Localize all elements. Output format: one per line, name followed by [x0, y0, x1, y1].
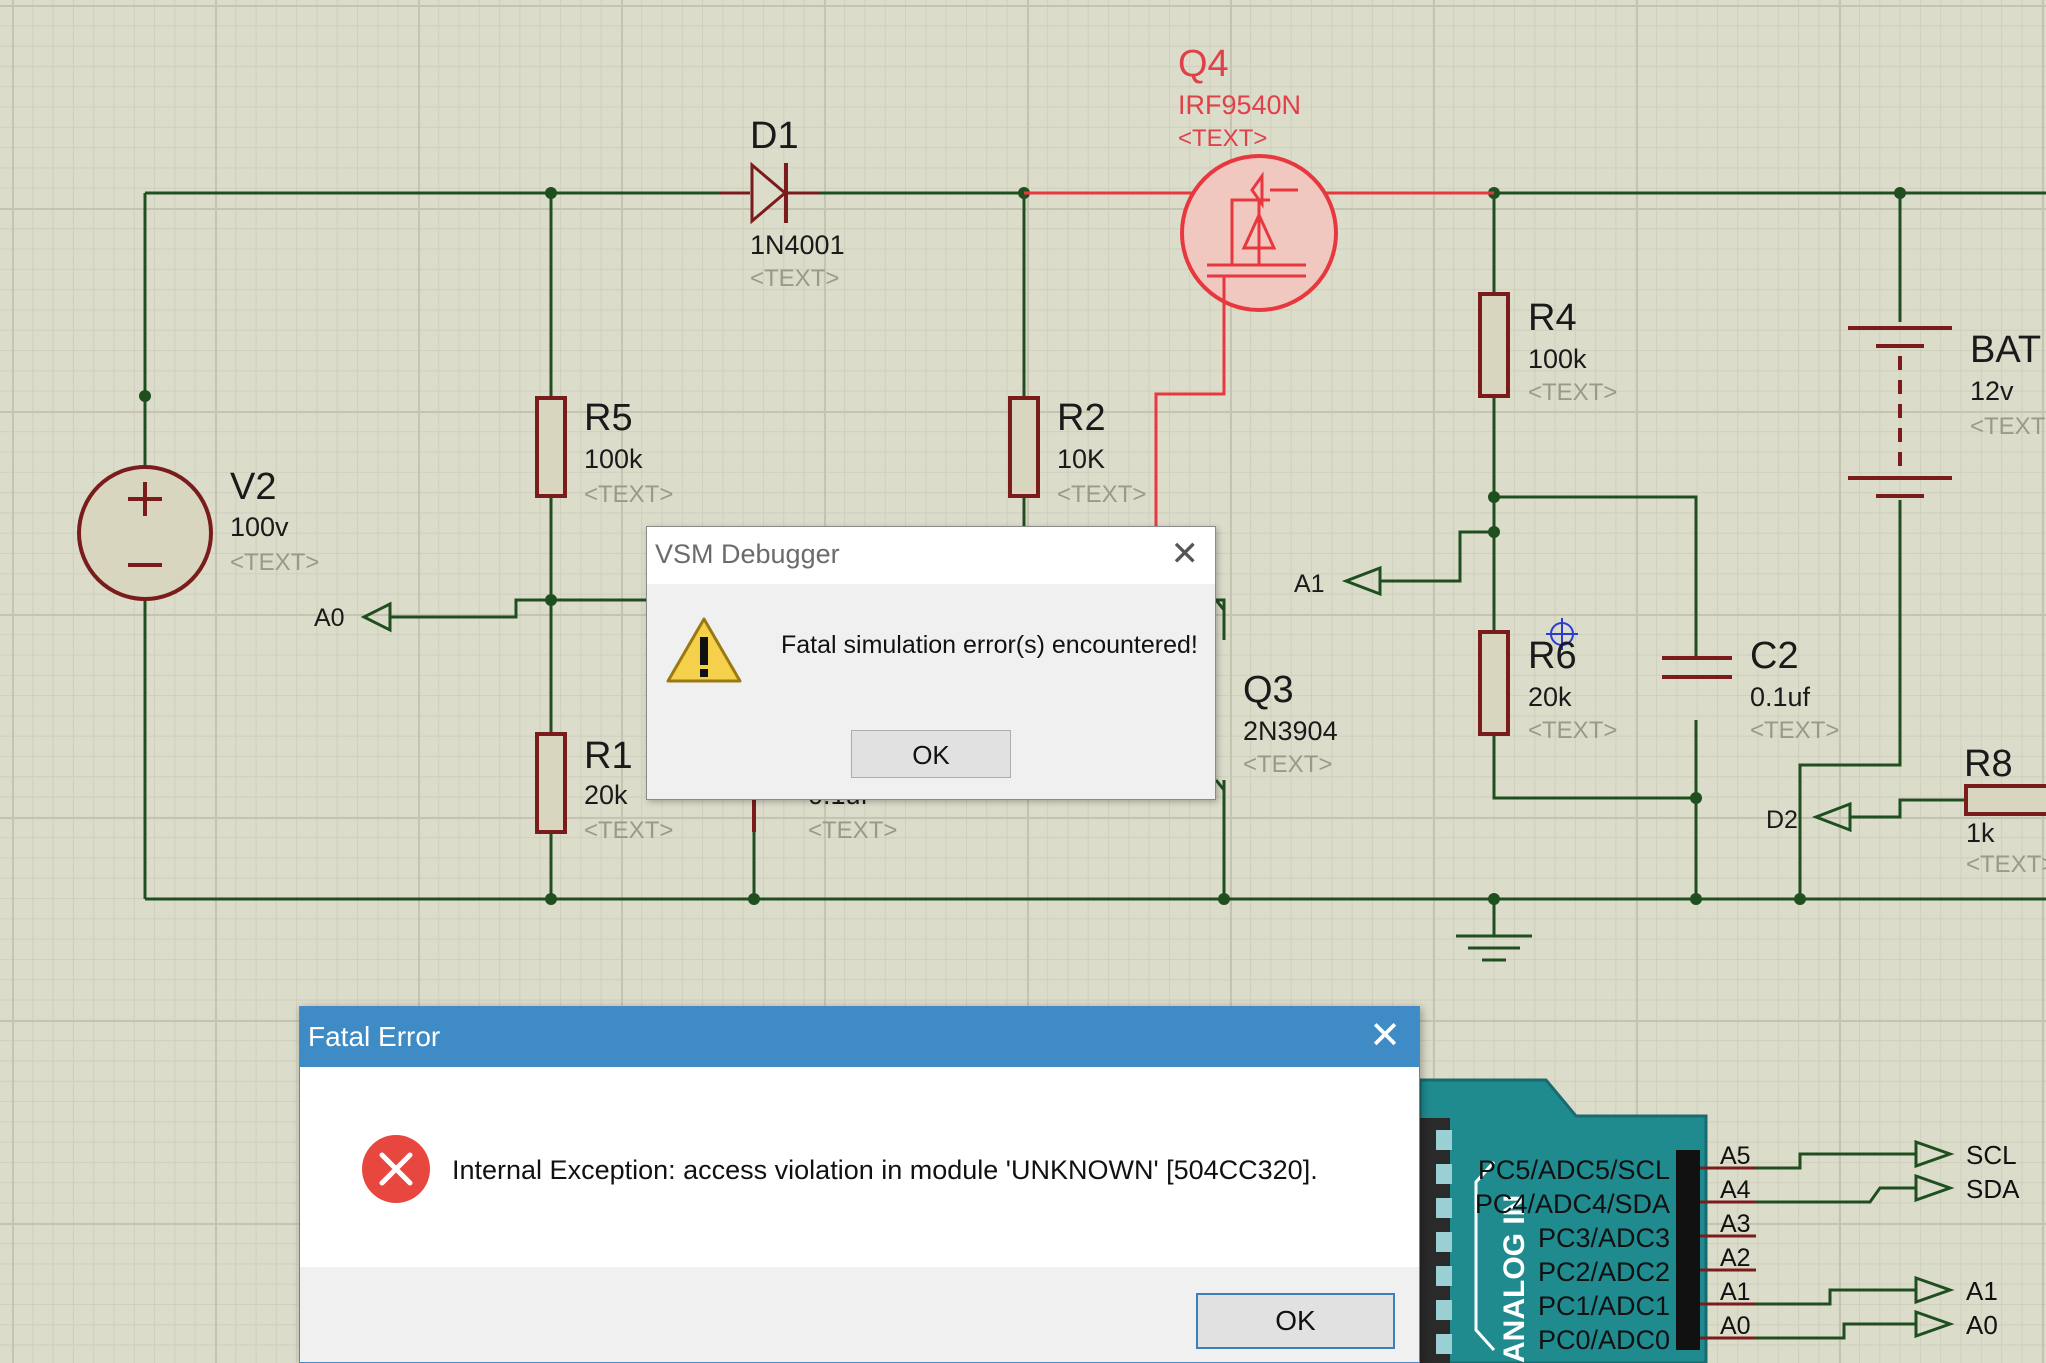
q4-text: <TEXT>	[1178, 125, 1267, 152]
terminal-a1[interactable]	[1341, 565, 1382, 597]
vsm-ok-button[interactable]: OK	[851, 730, 1011, 778]
junction-dots	[139, 187, 1906, 905]
c2-text: <TEXT>	[1750, 717, 1839, 744]
d1-text: <TEXT>	[750, 265, 839, 292]
r5-text: <TEXT>	[584, 481, 673, 508]
vsm-dialog-title: VSM Debugger	[655, 539, 840, 569]
c-hidden-text: <TEXT>	[808, 817, 897, 844]
c2-ref: C2	[1750, 635, 1799, 677]
r6-ref: R6	[1528, 635, 1577, 677]
r6-text: <TEXT>	[1528, 717, 1617, 744]
terminal-a0[interactable]	[360, 601, 392, 633]
q4-value: IRF9540N	[1178, 90, 1301, 120]
bat-ref: BAT	[1970, 329, 2041, 371]
q3-text: <TEXT>	[1243, 751, 1332, 778]
bat-text: <TEXT>	[1970, 413, 2046, 440]
arduino-pin-name-0: PC5/ADC5/SCL	[1478, 1155, 1670, 1185]
crosshair-cursor-icon	[1546, 618, 1578, 650]
arduino-pin-name-5: PC0/ADC0	[1538, 1325, 1670, 1355]
arduino-pin-name-3: PC2/ADC2	[1538, 1257, 1670, 1287]
wire-network	[143, 191, 2046, 962]
r5-ref: R5	[584, 397, 633, 439]
r8-ref: R8	[1964, 743, 2013, 785]
resistor-r5[interactable]	[535, 396, 567, 498]
r8-value: 1k	[1966, 818, 1995, 848]
fatal-dialog-message: Internal Exception: access violation in …	[452, 1155, 1318, 1185]
q3-value: 2N3904	[1243, 716, 1338, 746]
r5-value: 100k	[584, 444, 643, 474]
r4-value: 100k	[1528, 344, 1587, 374]
battery-bat[interactable]	[1848, 326, 1952, 498]
r8-text: <TEXT>	[1966, 851, 2046, 878]
bat-value: 12v	[1970, 376, 2014, 406]
v2-value: 100v	[230, 512, 289, 542]
r2-value: 10K	[1057, 444, 1105, 474]
vsm-dialog-titlebar[interactable]: VSM Debugger ✕	[647, 527, 1215, 584]
net-terminals	[360, 565, 1852, 833]
r2-ref: R2	[1057, 397, 1106, 439]
terminal-d2[interactable]	[1811, 801, 1852, 833]
diode-d1[interactable]	[720, 161, 820, 225]
resistor-r2[interactable]	[1008, 396, 1040, 498]
arduino-pin-4: A1	[1720, 1278, 1751, 1306]
net-label-a1: A1	[1294, 570, 1325, 598]
arduino-pin-name-2: PC3/ADC3	[1538, 1223, 1670, 1253]
vsm-dialog-message: Fatal simulation error(s) encountered!	[781, 631, 1198, 659]
capacitor-c2[interactable]	[1662, 656, 1732, 679]
arduino-pin-1: A4	[1720, 1176, 1751, 1204]
close-icon[interactable]: ✕	[1369, 1015, 1401, 1057]
arduino-pin-wires	[1700, 1166, 1756, 1340]
d1-ref: D1	[750, 115, 799, 157]
arduino-pin-3: A2	[1720, 1244, 1751, 1272]
arduino-pin-5: A0	[1720, 1312, 1751, 1340]
r1-ref: R1	[584, 735, 633, 777]
r4-ref: R4	[1528, 297, 1577, 339]
resistor-r6[interactable]	[1478, 630, 1510, 736]
arduino-net-scl: SCL	[1966, 1140, 2017, 1170]
arduino-net-a1: A1	[1966, 1276, 1998, 1306]
q4-ref: Q4	[1178, 43, 1229, 85]
fatal-ok-button[interactable]: OK	[1196, 1293, 1395, 1349]
fatal-error-dialog[interactable]: Fatal Error ✕ Internal Exception: access…	[299, 1006, 1420, 1363]
resistor-r8[interactable]	[1964, 784, 2046, 816]
r2-text: <TEXT>	[1057, 481, 1146, 508]
resistor-r4[interactable]	[1478, 292, 1510, 398]
r1-value: 20k	[584, 780, 628, 810]
close-icon[interactable]: ✕	[1170, 535, 1200, 573]
fatal-dialog-title: Fatal Error	[308, 1021, 441, 1052]
resistor-r1[interactable]	[535, 732, 567, 834]
v2-text: <TEXT>	[230, 549, 319, 576]
d1-value: 1N4001	[750, 230, 845, 260]
r6-value: 20k	[1528, 682, 1572, 712]
c2-value: 0.1uf	[1750, 682, 1811, 712]
arduino-net-a0: A0	[1966, 1310, 1998, 1340]
fatal-dialog-body	[300, 1067, 1419, 1267]
r1-text: <TEXT>	[584, 817, 673, 844]
r4-text: <TEXT>	[1528, 379, 1617, 406]
arduino-analog-label: ANALOG IN	[1498, 1195, 1531, 1363]
q3-ref: Q3	[1243, 669, 1294, 711]
vsm-debugger-dialog[interactable]: VSM Debugger ✕ Fatal simulation error(s)…	[646, 526, 1216, 800]
voltage-source-v2[interactable]	[77, 465, 213, 601]
arduino-pin-2: A3	[1720, 1210, 1751, 1238]
net-label-a0: A0	[314, 604, 345, 632]
arduino-pin-0: A5	[1720, 1142, 1751, 1170]
arduino-net-sda: SDA	[1966, 1174, 2020, 1204]
arduino-pin-name-4: PC1/ADC1	[1538, 1291, 1670, 1321]
fatal-dialog-titlebar[interactable]: Fatal Error ✕	[300, 1007, 1419, 1067]
net-label-d2: D2	[1766, 806, 1798, 834]
error-icon	[362, 1135, 430, 1203]
transistor-q3[interactable]	[1214, 599, 1226, 791]
v2-ref: V2	[230, 466, 276, 508]
arduino-pin-name-1: PC4/ADC4/SDA	[1475, 1189, 1670, 1219]
mosfet-q4[interactable]	[1180, 154, 1338, 312]
warning-icon	[666, 617, 742, 683]
resistors	[535, 292, 2046, 834]
arduino-board[interactable]	[1418, 1078, 1708, 1363]
arduino-net-wires	[1756, 1139, 1955, 1340]
